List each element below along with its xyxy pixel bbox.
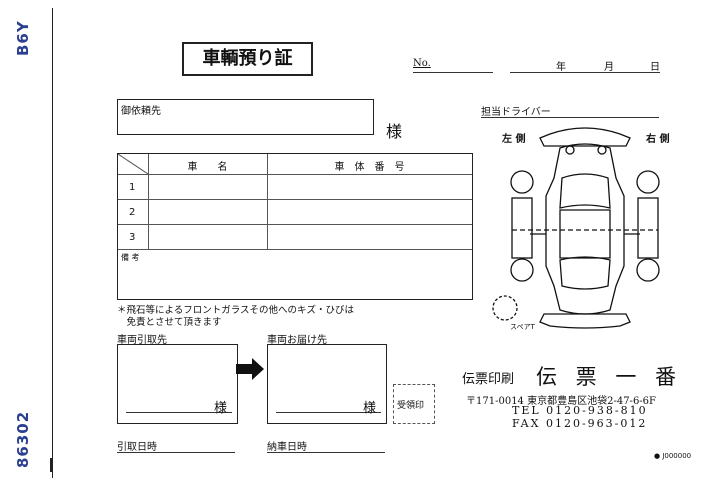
table-row[interactable]: 1 [118, 174, 472, 200]
remarks-label: 備 考 [121, 253, 140, 262]
date-line [510, 72, 660, 73]
notice-line1: ＊飛石等によるフロントガラスその他へのキズ・ひびは [117, 305, 355, 316]
client-label: 御依頼先 [121, 106, 161, 117]
left-side-label: 左 側 [502, 134, 526, 145]
table-divider-1 [148, 154, 149, 249]
col-number-header: 車 体 番 号 [334, 162, 405, 173]
date-day-label: 日 [650, 62, 660, 73]
publisher-name: 伝 票 一 番 [536, 365, 683, 389]
arrow-icon [236, 358, 264, 380]
receipt-stamp-box[interactable]: 受領印 [393, 384, 435, 424]
client-field[interactable]: 御依頼先 [117, 99, 374, 135]
row-number: 1 [129, 182, 136, 193]
publisher-tel: TEL 0120-938-810 [512, 404, 648, 417]
right-side-label: 右 側 [646, 134, 670, 145]
date-month-label: 月 [604, 62, 614, 73]
table-row[interactable]: 3 [118, 224, 472, 250]
driver-label: 担当ドライバー [481, 107, 551, 118]
delivery-field[interactable]: 様 [267, 344, 387, 424]
form-code-bottom: 86302 [14, 410, 32, 468]
pickup-date-label: 引取日時 [117, 442, 157, 453]
remarks-row[interactable]: 備 考 [118, 249, 472, 300]
publisher-kind: 伝票印刷 [462, 372, 515, 387]
row-number: 3 [129, 232, 136, 243]
date-year-label: 年 [556, 62, 566, 73]
delivery-label: 車両お届け先 [267, 335, 327, 346]
publisher-fax: FAX 0120-963-012 [512, 417, 648, 430]
receipt-stamp-label: 受領印 [397, 401, 425, 411]
delivery-date-label: 納車日時 [267, 442, 307, 453]
table-corner-diagonal [118, 154, 148, 174]
pickup-label: 車両引取先 [117, 335, 167, 346]
page-title: 車輌預り証 [182, 42, 313, 76]
pickup-suffix: 様 [214, 401, 228, 416]
pickup-field[interactable]: 様 [117, 344, 238, 424]
col-name-header: 車 名 [187, 162, 228, 173]
notice-line2: 免責とさせて頂きます [117, 317, 222, 328]
side-tick [50, 458, 52, 472]
table-divider-2 [267, 154, 268, 249]
publisher-address: 〒171-0014 東京都豊島区池袋2-47-6-6F [466, 396, 656, 407]
form-frame [52, 8, 709, 478]
spare-tire-label: スペアT [510, 323, 535, 331]
client-suffix: 様 [386, 122, 403, 141]
delivery-suffix: 様 [363, 401, 377, 416]
car-damage-diagram [492, 127, 660, 329]
pickup-date-line [117, 452, 235, 453]
table-row[interactable]: 2 [118, 199, 472, 225]
vehicle-table: 車 名 車 体 番 号 1 2 3 備 考 [117, 153, 473, 300]
form-code-top: B6Y [14, 20, 32, 56]
row-number: 2 [129, 207, 136, 218]
delivery-date-line [267, 452, 385, 453]
footer-code: ● J000000 [654, 452, 692, 460]
delivery-underline [276, 412, 381, 413]
number-line [413, 72, 493, 73]
pickup-underline [126, 412, 232, 413]
driver-line [481, 117, 659, 118]
number-label: No. [413, 58, 431, 69]
